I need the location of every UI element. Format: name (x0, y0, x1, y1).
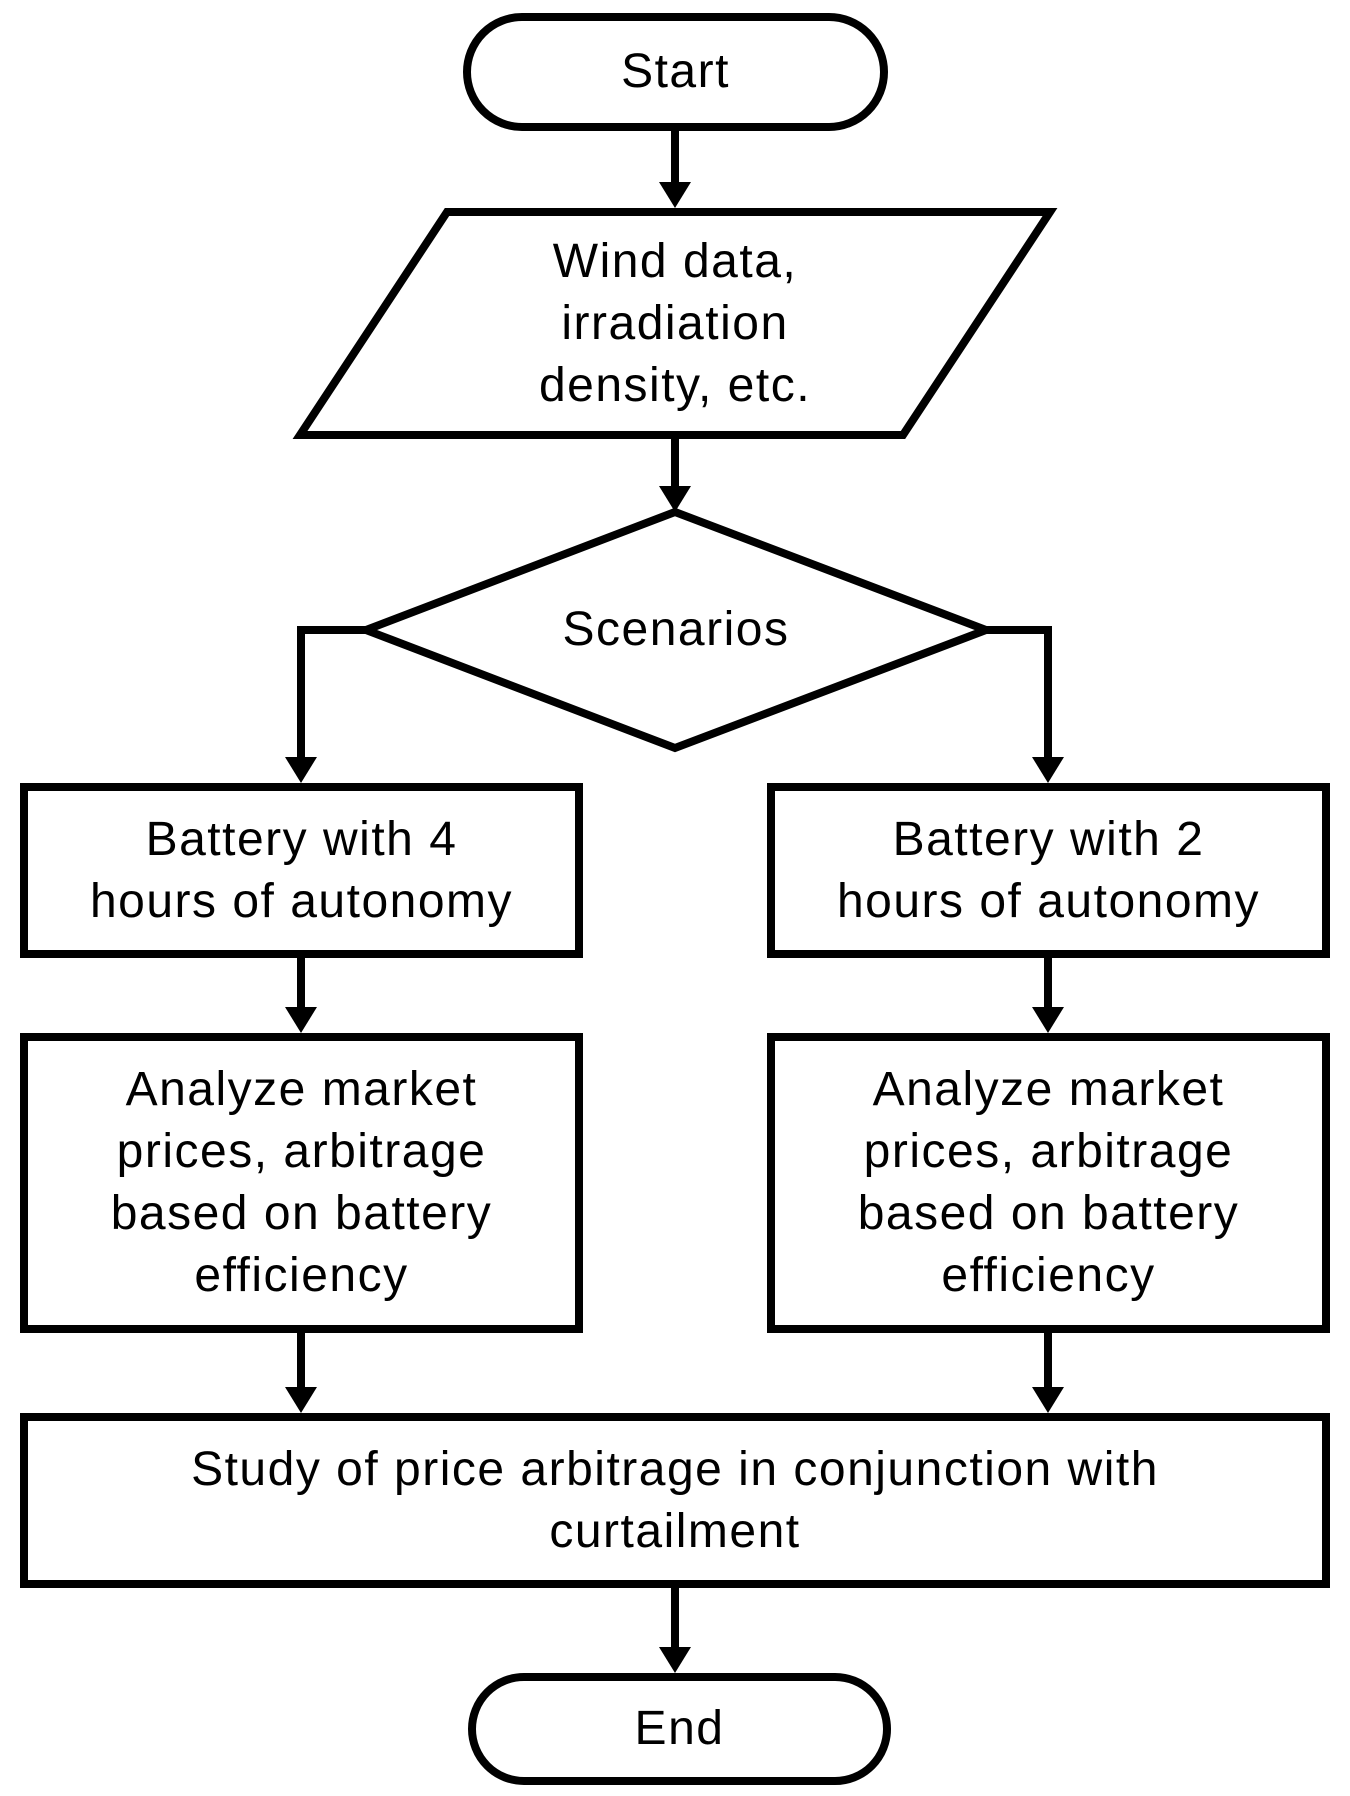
analyze4-process-shape (20, 1033, 583, 1333)
arrow-scenarios-to-battery2 (983, 626, 1064, 783)
arrow-analyze4-to-study (285, 1331, 317, 1413)
study-process-shape (20, 1413, 1330, 1588)
arrow-start-to-input (659, 131, 691, 208)
arrow-study-to-end (659, 1586, 691, 1673)
arrow-battery2-to-analyze2 (1032, 956, 1064, 1033)
arrow-battery4-to-analyze4 (285, 956, 317, 1033)
analyze2-process-shape (767, 1033, 1330, 1333)
battery4-process-shape (20, 783, 583, 958)
battery2-process-shape (767, 783, 1330, 958)
start-terminator-shape (463, 13, 888, 131)
end-terminator-shape (468, 1673, 891, 1785)
arrow-scenarios-to-battery4 (285, 626, 368, 783)
arrow-analyze2-to-study (1032, 1331, 1064, 1413)
input-parallelogram-shape (292, 208, 1058, 439)
scenarios-decision-shape (354, 507, 998, 753)
arrow-input-to-scenarios (659, 437, 691, 512)
